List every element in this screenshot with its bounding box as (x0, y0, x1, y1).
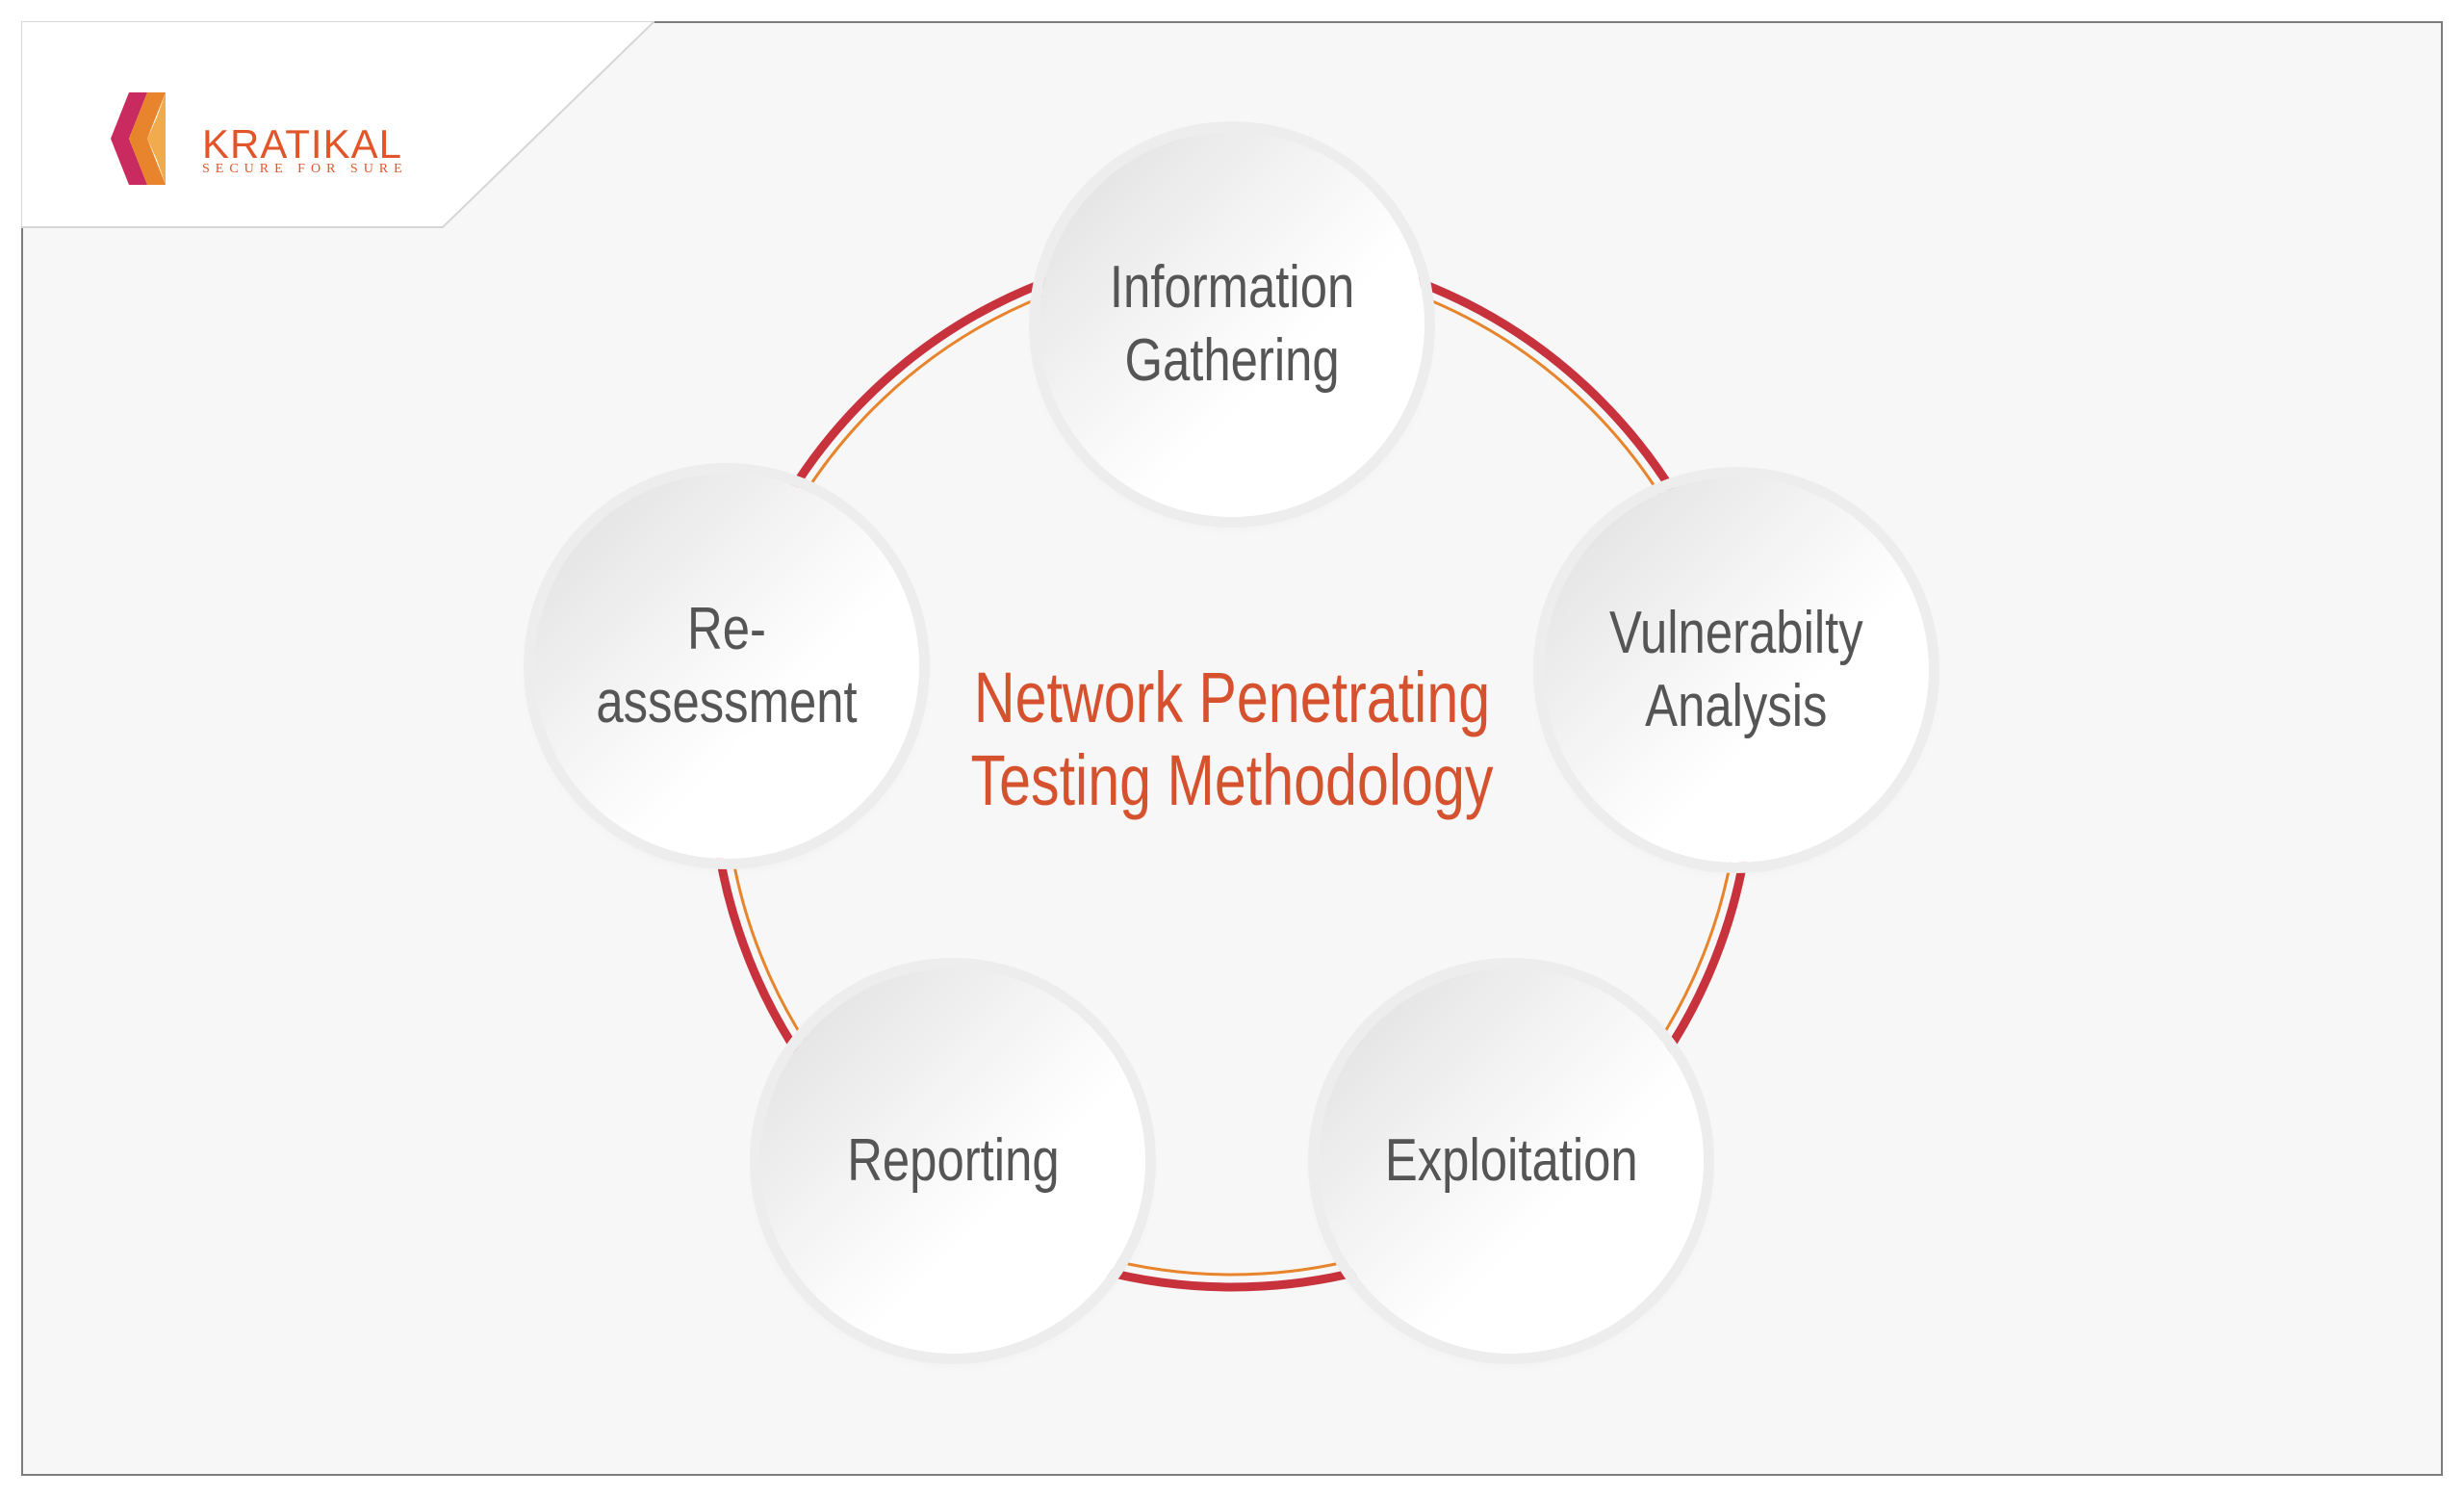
step-exploitation: Exploitation (1319, 968, 1704, 1354)
logo-tagline: SECURE FOR SURE (202, 162, 408, 176)
step-information-gathering: Information Gathering (1040, 132, 1424, 517)
diagram-title: Network Penetrating Testing Methodology (970, 658, 1494, 820)
step-label: Exploitation (1384, 1127, 1638, 1194)
step-label: Information Gathering (1109, 254, 1355, 394)
step-label: Vulnerabilty Analysis (1609, 600, 1863, 739)
step-label: Re-assessment (596, 596, 858, 736)
kratikal-logo-mark (111, 92, 166, 185)
step-reporting: Reporting (760, 968, 1145, 1354)
step-re-assessment: Re-assessment (534, 474, 919, 859)
step-vulnerability-analysis: Vulnerabilty Analysis (1544, 477, 1929, 863)
logo-panel: KRATIKAL SECURE FOR SURE (21, 21, 654, 229)
logo-panel-background (21, 21, 654, 228)
logo-wordmark: KRATIKAL (202, 121, 402, 167)
step-label: Reporting (846, 1127, 1060, 1194)
